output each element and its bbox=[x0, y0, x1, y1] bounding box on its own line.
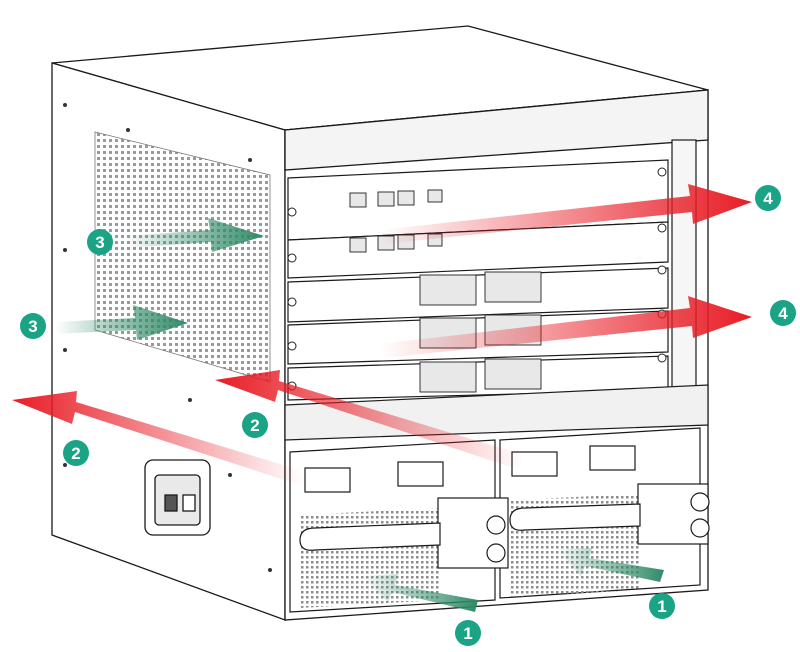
card-slots bbox=[287, 159, 669, 401]
exhaust-arrow-4a bbox=[380, 184, 752, 244]
callout-1-far-psu: 1 bbox=[649, 593, 675, 619]
power-supplies bbox=[289, 427, 710, 613]
svg-text:3: 3 bbox=[28, 317, 37, 336]
right-rail bbox=[671, 139, 697, 401]
exhaust-arrow-2a bbox=[12, 391, 303, 485]
svg-text:4: 4 bbox=[778, 304, 788, 323]
callout-4-lower: 4 bbox=[770, 300, 796, 326]
intake-arrow-1a bbox=[362, 574, 478, 612]
side-handle bbox=[144, 459, 211, 536]
intake-arrow-1b bbox=[556, 548, 664, 582]
svg-text:2: 2 bbox=[71, 444, 80, 463]
svg-text:1: 1 bbox=[657, 597, 666, 616]
svg-text:4: 4 bbox=[763, 189, 773, 208]
card-ports bbox=[349, 189, 542, 393]
intake-arrow-3a bbox=[125, 218, 264, 252]
callout-2-left: 2 bbox=[63, 440, 89, 466]
callout-badges: 1 1 2 2 3 3 4 4 bbox=[20, 185, 796, 646]
svg-text:3: 3 bbox=[95, 233, 104, 252]
exhaust-arrow-2b bbox=[215, 370, 524, 470]
callout-3-lower: 3 bbox=[20, 313, 46, 339]
callout-1-right-psu: 1 bbox=[455, 620, 481, 646]
svg-text:1: 1 bbox=[463, 624, 472, 643]
svg-text:2: 2 bbox=[250, 416, 259, 435]
callout-2-center: 2 bbox=[242, 412, 268, 438]
callout-3-upper: 3 bbox=[87, 229, 113, 255]
callout-4-upper: 4 bbox=[755, 185, 781, 211]
intake-arrow-3b bbox=[55, 305, 188, 340]
side-screws bbox=[63, 103, 272, 572]
exhaust-arrow-4b bbox=[380, 296, 752, 358]
